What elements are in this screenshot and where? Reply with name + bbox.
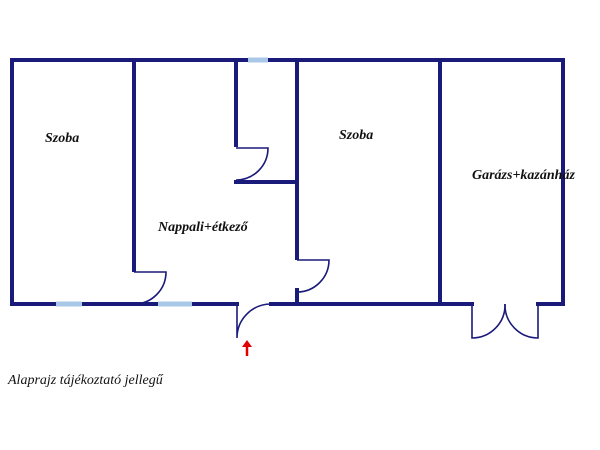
room-label-left: Szoba (45, 131, 79, 146)
windows (56, 57, 268, 307)
interior-walls (132, 58, 442, 306)
door-entrance (236, 303, 272, 339)
door-garage-right (504, 303, 539, 339)
plan-caption: Alaprajz tájékoztató jellegű (8, 373, 163, 388)
room-label-living: Nappali+étkező (157, 220, 249, 235)
door-small-room (235, 147, 269, 181)
door-left-room (133, 271, 167, 305)
room-label-garage: Garázs+kazánház (472, 168, 575, 183)
door-right-room (296, 259, 330, 293)
doors (133, 147, 539, 339)
outer-walls (10, 58, 565, 306)
door-garage-left (471, 303, 506, 339)
room-label-right: Szoba (339, 128, 373, 143)
arrow-up-icon (242, 340, 252, 356)
